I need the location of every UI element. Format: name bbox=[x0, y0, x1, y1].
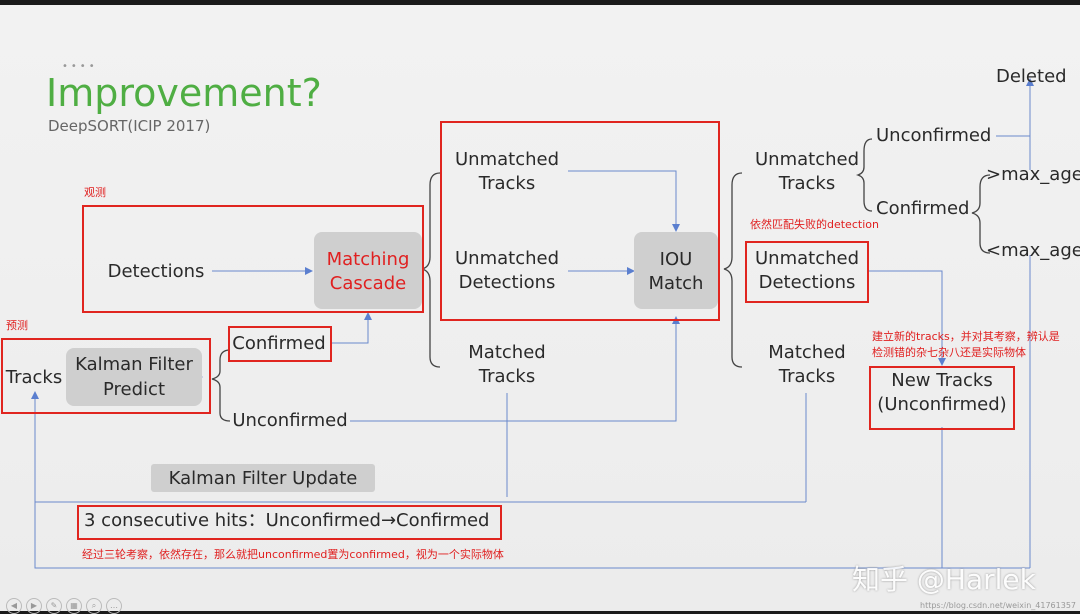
new-tracks-note-1: 建立新的tracks，并对其考察，辨认是 bbox=[872, 330, 1060, 343]
observe-box bbox=[82, 205, 424, 313]
new-tracks-note-2: 检测错的杂七杂八还是实际物体 bbox=[872, 346, 1026, 359]
unmatched-tracks-right-label: Unmatched Tracks bbox=[754, 149, 859, 194]
max-age-lt-label: <max_age bbox=[986, 240, 1080, 261]
slide-toolbar: ◀ ▶ ✎ ▦ ⌕ … bbox=[6, 598, 122, 614]
confirmed-right-label: Confirmed bbox=[876, 198, 970, 219]
kalman-update-label: Kalman Filter Update bbox=[168, 468, 358, 489]
predict-box bbox=[1, 338, 211, 414]
consecutive-hits-label: 3 consecutive hits：Unconfirmed→Confirmed bbox=[84, 510, 490, 531]
watermark-url: https://blog.csdn.net/weixin_41761357 bbox=[920, 601, 1077, 610]
more-icon[interactable]: … bbox=[106, 598, 122, 614]
kalman-predict-label-2: Predict bbox=[103, 379, 165, 400]
zoom-icon[interactable]: ⌕ bbox=[86, 598, 102, 614]
tracks-label: Tracks bbox=[5, 367, 63, 388]
watermark: 知乎 @Harlek bbox=[852, 563, 1036, 596]
prev-icon[interactable]: ◀ bbox=[6, 598, 22, 614]
bottom-note: 经过三轮考察，依然存在，那么就把unconfirmed置为confirmed，视… bbox=[82, 548, 504, 561]
iou-box bbox=[440, 121, 720, 321]
unmatched-detections-mid-label: Unmatched Detections bbox=[454, 248, 559, 293]
unmatched-tracks-mid-label: Unmatched Tracks bbox=[454, 149, 559, 194]
new-tracks-label-2: (Unconfirmed) bbox=[877, 394, 1007, 415]
kalman-predict-box bbox=[66, 348, 202, 406]
confirmed-box bbox=[228, 326, 332, 362]
new-tracks-box bbox=[869, 366, 1015, 430]
max-age-gt-label: >max_age bbox=[986, 164, 1080, 185]
pen-icon[interactable]: ✎ bbox=[46, 598, 62, 614]
matched-tracks-mid-label: Matched Tracks bbox=[468, 342, 546, 387]
grid-icon[interactable]: ▦ bbox=[66, 598, 82, 614]
deleted-label: Deleted bbox=[996, 66, 1067, 87]
decor-dots: •••• bbox=[62, 61, 98, 72]
slide-subtitle: DeepSORT(ICIP 2017) bbox=[48, 117, 211, 135]
next-icon[interactable]: ▶ bbox=[26, 598, 42, 614]
matched-tracks-right-label: Matched Tracks bbox=[768, 342, 846, 387]
flow-lines bbox=[31, 78, 1034, 569]
consecutive-hits-box bbox=[77, 505, 502, 540]
predict-annotation: 预测 bbox=[6, 319, 28, 332]
unmatched-detections-right-label: Unmatched Detections bbox=[754, 248, 859, 293]
matching-cascade-label: Matching Cascade bbox=[326, 249, 410, 294]
detections-label: Detections bbox=[107, 261, 205, 282]
iou-match-label: IOU Match bbox=[648, 249, 704, 294]
observe-annotation: 观测 bbox=[84, 186, 106, 199]
unconfirmed-left-label: Unconfirmed bbox=[232, 410, 348, 431]
iou-match-box bbox=[634, 232, 718, 309]
slide: •••• Improvement? DeepSORT(ICIP 2017) De… bbox=[0, 5, 1080, 614]
new-tracks-label-1: New Tracks bbox=[891, 370, 993, 391]
kalman-update-box bbox=[151, 464, 375, 492]
failed-detection-box bbox=[745, 241, 869, 303]
confirmed-left-label: Confirmed bbox=[232, 333, 326, 354]
kalman-predict-label-1: Kalman Filter bbox=[75, 354, 193, 375]
slide-title: Improvement? bbox=[46, 71, 322, 115]
unconfirmed-right-label: Unconfirmed bbox=[876, 125, 992, 146]
failed-detection-annotation: 依然匹配失败的detection bbox=[750, 218, 879, 231]
matching-cascade-box bbox=[314, 232, 422, 309]
